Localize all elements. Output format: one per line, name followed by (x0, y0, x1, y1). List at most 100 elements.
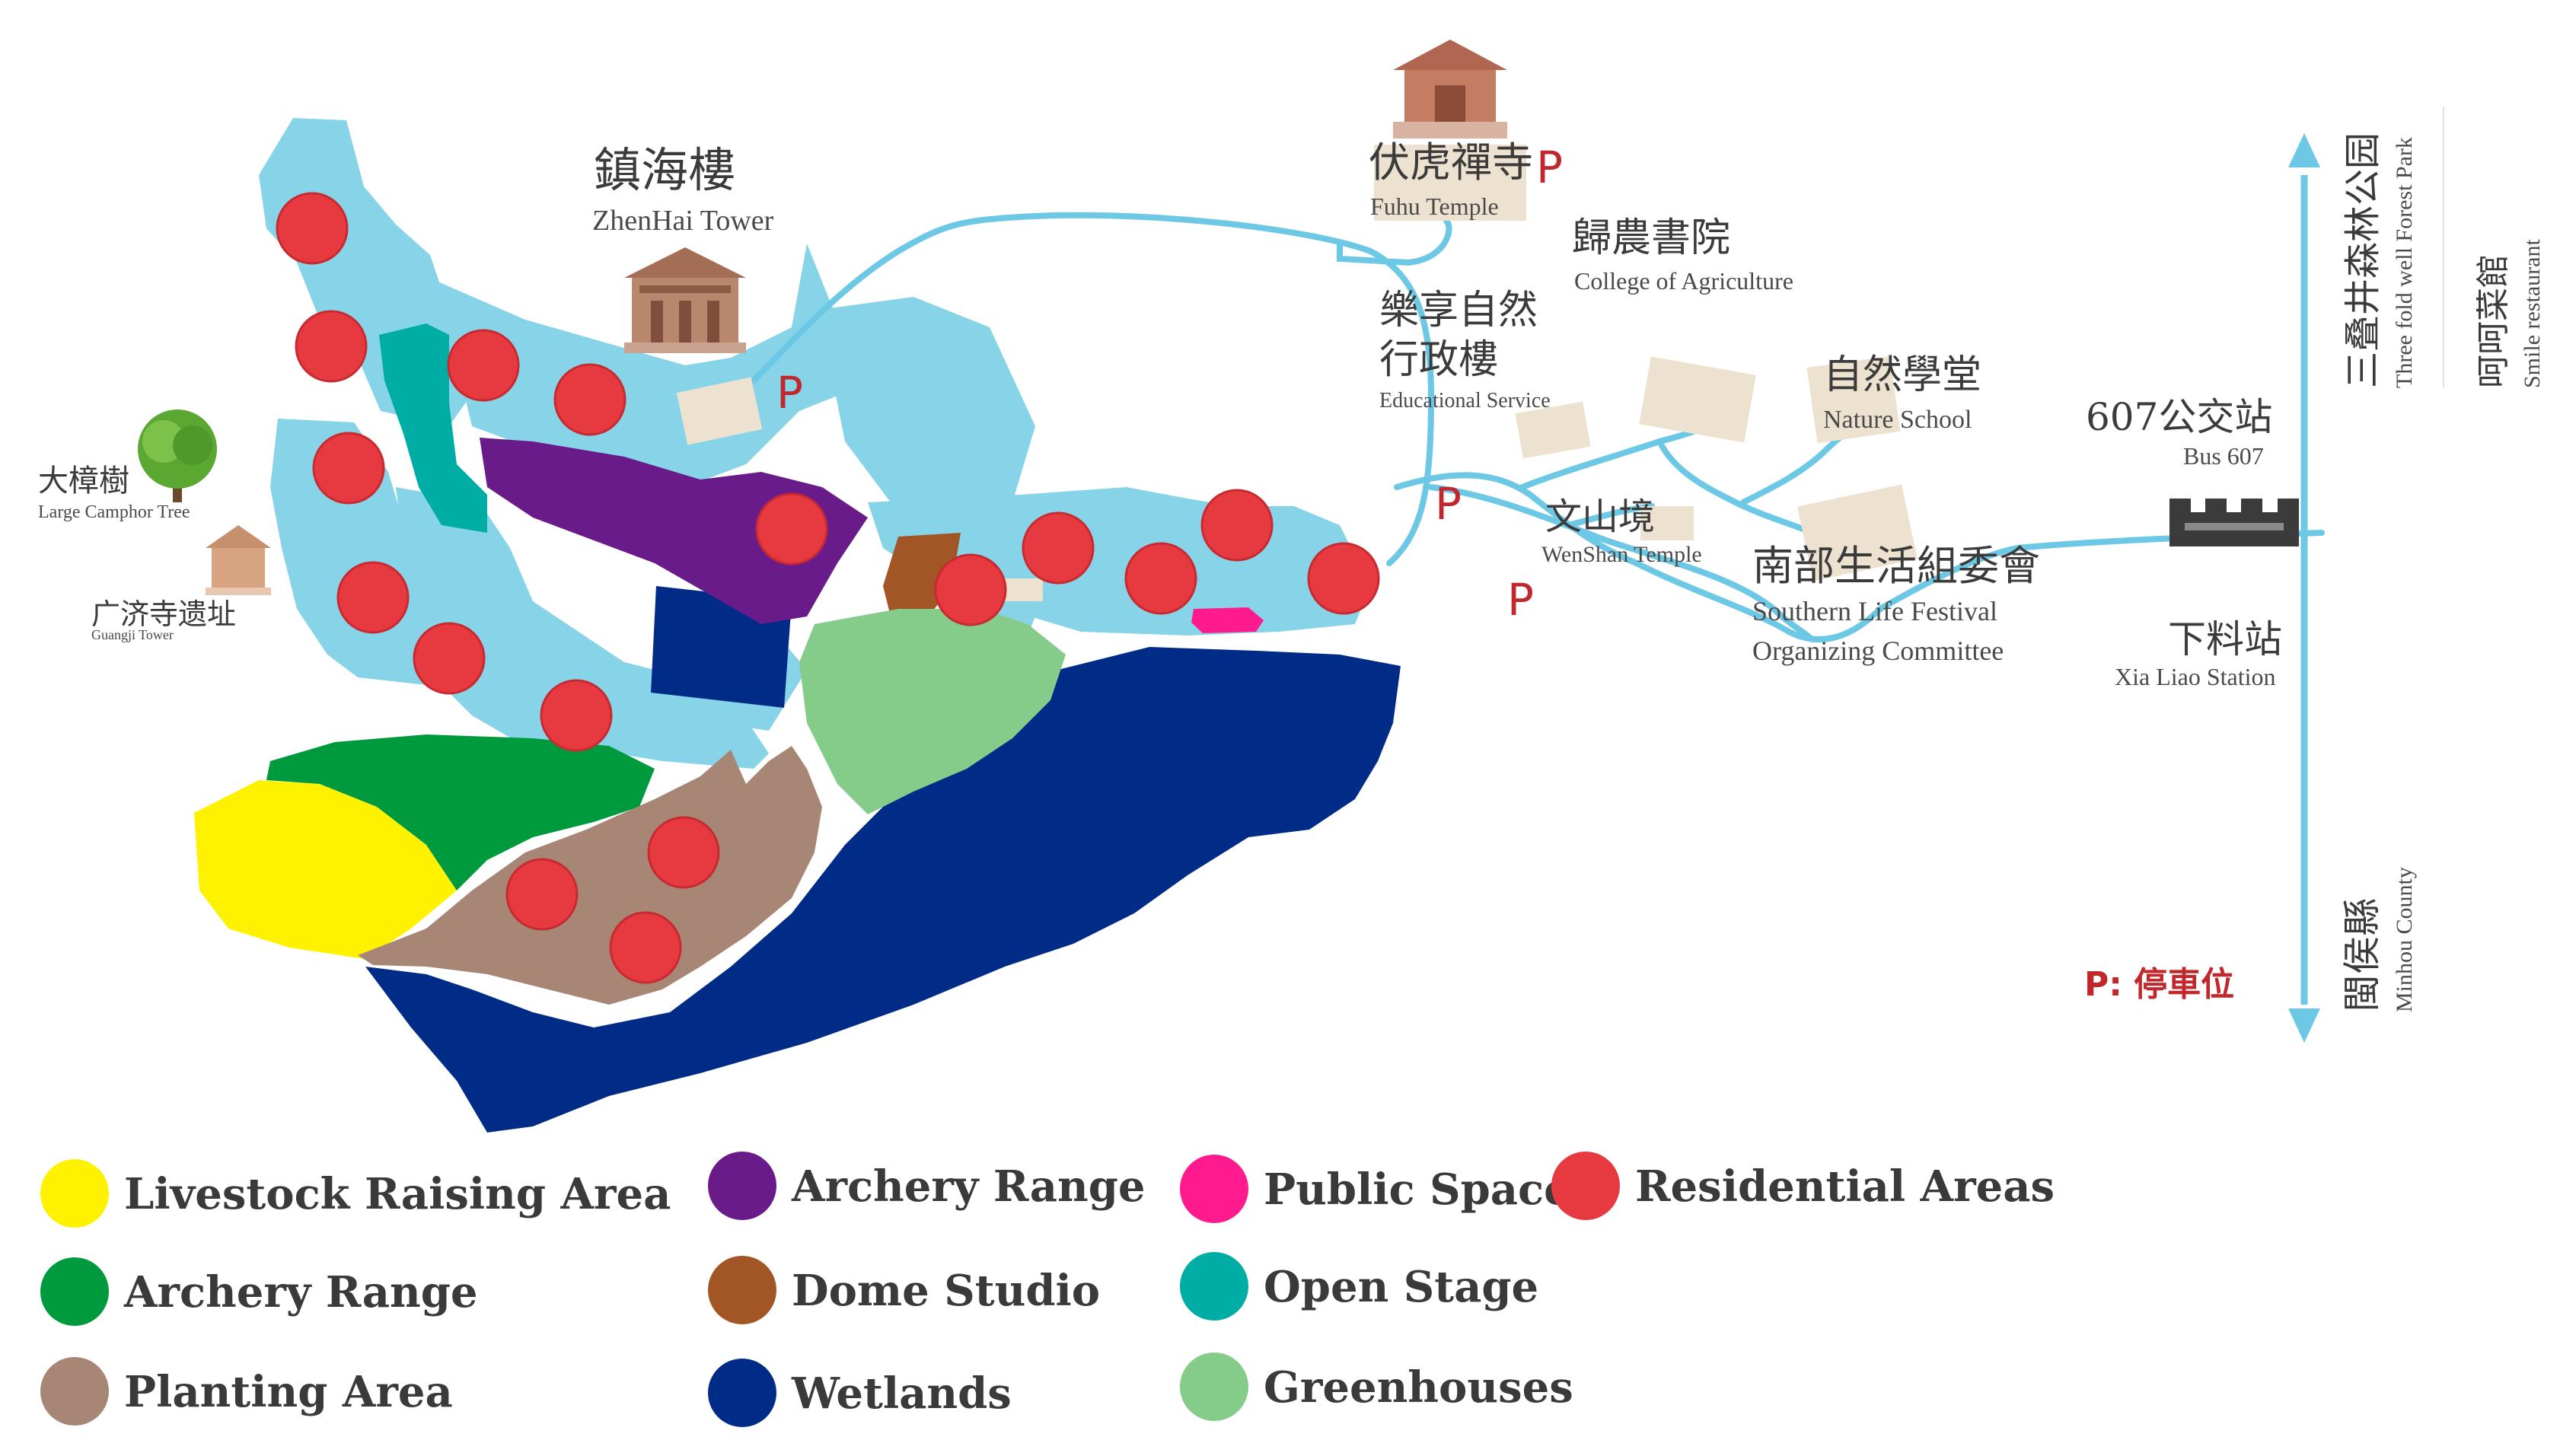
label-zhenhai-en: ZhenHai Tower (592, 205, 774, 237)
label-xialiao-zh: 下料站 (2168, 617, 2282, 661)
residential-circle (1022, 511, 1095, 585)
residential-circle (413, 622, 486, 695)
residential-circle (553, 363, 626, 436)
temple-building-icon (1393, 40, 1507, 139)
legend-label: Archery Range (123, 1267, 478, 1317)
label-agriculture-en: College of Agriculture (1574, 267, 1793, 295)
legend-item: Wetlands (708, 1359, 1012, 1427)
legend-label: Planting Area (124, 1367, 453, 1417)
place-labels: 鎮海樓 ZhenHai Tower 伏虎禪寺 Fuhu Temple 歸農書院 … (38, 132, 2545, 1012)
wetlands-zone-large (365, 647, 1401, 1133)
legend-swatch (40, 1159, 109, 1228)
label-guangji-en: Guangji Tower (91, 627, 174, 642)
label-southern-en1: Southern Life Festival (1752, 596, 1997, 626)
legend-swatch (708, 1256, 776, 1324)
up-arrow-icon (2288, 133, 2320, 167)
label-forest-park-en: Three fold well Forest Park (2392, 137, 2417, 388)
legend-swatch (1551, 1152, 1620, 1220)
label-educational-en: Educational Service (1379, 389, 1551, 413)
legend-item: Greenhouses (1180, 1352, 1573, 1421)
legend-item: Planting Area (40, 1357, 453, 1426)
label-xialiao-en: Xia Liao Station (2115, 663, 2276, 690)
legend-label: Open Stage (1264, 1262, 1538, 1312)
parking-marker-south: P (1507, 574, 1534, 626)
legend-label: Greenhouses (1264, 1362, 1573, 1413)
residential-circle (540, 679, 613, 752)
label-minhou-zh: 閩侯縣 (2340, 898, 2384, 1012)
archery-purple-zone (480, 438, 868, 624)
label-southern-en2: Organizing Committee (1752, 636, 2004, 666)
residential-circle (609, 911, 682, 984)
planting-zone (358, 746, 822, 1005)
residential-circle (276, 192, 349, 265)
road-north-loop (751, 212, 1435, 566)
building-zhenhai (676, 377, 763, 445)
label-southern-zh: 南部生活組委會 (1752, 542, 2040, 590)
label-bus-zh: 607公交站 (2086, 395, 2272, 439)
roads (751, 212, 2325, 642)
residential-circle (505, 858, 579, 931)
legend-label: Dome Studio (792, 1266, 1100, 1316)
label-nature-school-zh: 自然學堂 (1823, 352, 1981, 398)
road-fuhu-spur (1337, 218, 1452, 266)
building-southern (1797, 484, 1918, 581)
buildings (676, 145, 1918, 601)
label-agriculture-zh: 歸農書院 (1572, 215, 1730, 261)
livestock-zone (194, 780, 457, 959)
public-space-zone (1191, 607, 1264, 633)
residential-circle (755, 492, 828, 566)
road-east-main (1394, 472, 2325, 642)
legend-swatch (708, 1359, 776, 1427)
building-small (1005, 578, 1043, 601)
residential-circle (1124, 542, 1197, 615)
label-nature-school-en: Nature School (1823, 406, 1972, 434)
parking-marker-zhenhai: P (776, 367, 803, 419)
label-wenshan-en: WenShan Temple (1541, 542, 1702, 567)
legend-item: Archery Range (708, 1152, 1146, 1220)
legend-label: Residential Areas (1635, 1161, 2055, 1212)
label-zhenhai-zh: 鎮海樓 (594, 142, 735, 198)
parking-markers: P P P P (776, 142, 1563, 626)
legend-swatch (40, 1357, 109, 1426)
legend-swatch (1180, 1155, 1248, 1223)
parking-marker-fuhu: P (1536, 142, 1563, 193)
legend-item: Residential Areas (1551, 1152, 2055, 1220)
parking-legend: P: 停車位 (2084, 965, 2234, 1004)
legend-item: Livestock Raising Area (40, 1159, 671, 1228)
tower-building-icon (624, 247, 746, 353)
water-east-lobe (830, 297, 1035, 518)
residential-circle (312, 432, 385, 505)
legend-label: Wetlands (791, 1368, 1012, 1419)
legend-item: Dome Studio (708, 1256, 1100, 1324)
legend-swatch (708, 1152, 776, 1220)
label-educational-zh1: 樂享自然 (1379, 288, 1538, 333)
greenhouses-zone (799, 609, 1066, 814)
legend-item: Archery Range (40, 1257, 478, 1326)
down-arrow-icon (2288, 1008, 2320, 1043)
legend-label: Livestock Raising Area (124, 1169, 671, 1219)
road-east-lower (1428, 484, 1815, 642)
camphor-tree-icon (138, 409, 217, 502)
residential-areas (276, 192, 1380, 984)
label-camphor-zh: 大樟樹 (38, 464, 129, 499)
legend-item: Public Space (1180, 1155, 1571, 1223)
building-fuhu (1374, 145, 1526, 221)
legend-item: Open Stage (1180, 1252, 1538, 1321)
building-nature-school (1806, 355, 1901, 444)
building-wenshan (1640, 506, 1694, 540)
residential-circle (336, 561, 410, 634)
parking-marker-east: P (1435, 478, 1462, 530)
legend-label: Public Space (1264, 1164, 1571, 1215)
building-agriculture (1639, 356, 1756, 443)
residential-circle (647, 816, 720, 889)
legend-swatch (1180, 1252, 1248, 1321)
residential-circle (295, 310, 368, 383)
residential-circle (934, 553, 1007, 626)
label-smile-zh: 呵呵菜館 (2474, 254, 2513, 388)
archery-green-zone (266, 734, 655, 890)
residential-circle (1200, 489, 1274, 562)
legend-label: Archery Range (791, 1161, 1146, 1212)
label-smile-en: Smile restaurant (2520, 239, 2545, 388)
